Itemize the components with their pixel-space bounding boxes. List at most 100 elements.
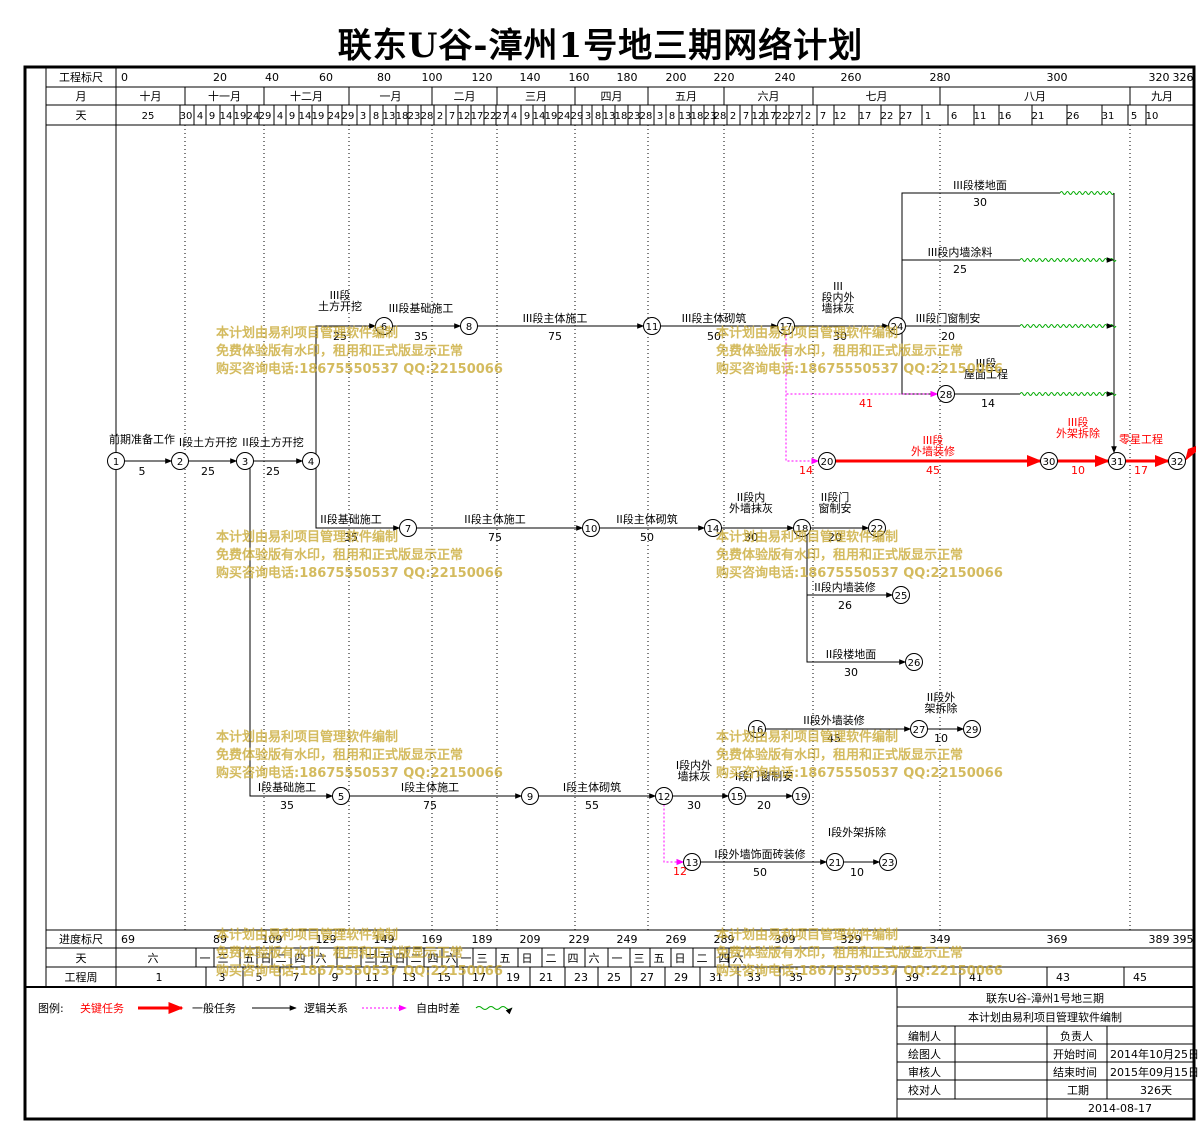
- event-node-number: 12: [658, 792, 671, 803]
- watermark-text: 免费体验版有水印，租用和正式版显示正常: [716, 747, 963, 763]
- event-node: 29: [963, 720, 981, 738]
- bottom-tick-label: 89: [213, 933, 227, 946]
- event-node-circle: [582, 519, 600, 537]
- info-project: 联东U谷-漳州1号地三期: [986, 991, 1104, 1005]
- event-node-circle: [521, 787, 539, 805]
- month-label: 三月: [525, 90, 547, 103]
- day-label: 4: [511, 111, 517, 122]
- event-node: 11: [643, 317, 661, 335]
- event-node-circle: [643, 317, 661, 335]
- event-node-number: 23: [882, 858, 895, 869]
- day-label: 14: [220, 111, 233, 122]
- task-name: I段基础施工: [258, 780, 316, 794]
- event-node-circle: [399, 519, 417, 537]
- week-label: 5: [256, 971, 263, 984]
- weekday-label: 六: [589, 952, 600, 965]
- weekday-label: 四: [295, 952, 306, 965]
- event-node-circle: [171, 452, 189, 470]
- event-node-number: 16: [751, 725, 764, 736]
- bottom-tick-label: 309: [775, 933, 796, 946]
- day-label: 12: [752, 111, 765, 122]
- weekday-label: 二: [697, 952, 708, 965]
- event-node-number: 4: [308, 457, 314, 468]
- info-date: 2014-08-17: [1088, 1102, 1152, 1115]
- event-node-number: 25: [895, 591, 908, 602]
- day-label: 12: [834, 111, 847, 122]
- event-node-number: 13: [686, 858, 699, 869]
- event-node-circle: [826, 853, 844, 871]
- day-label: 30: [180, 111, 193, 122]
- day-label: 1: [925, 111, 931, 122]
- event-node-circle: [332, 787, 350, 805]
- day-label: 8: [669, 111, 675, 122]
- day-label: 2: [730, 111, 736, 122]
- day-label: 27: [789, 111, 802, 122]
- bottom-tick-label: 149: [374, 933, 395, 946]
- weekday-label: 三: [477, 952, 488, 965]
- task-arrow: [245, 460, 334, 799]
- watermark-text: 本计划由易利项目管理软件编制: [716, 729, 898, 745]
- top-tick-label: 100: [422, 71, 443, 84]
- day-label: 25: [142, 111, 155, 122]
- weekday-label: 四: [428, 952, 439, 965]
- info-duration-value: 326天: [1140, 1084, 1172, 1097]
- month-label: 九月: [1151, 90, 1173, 103]
- task-duration: 50: [753, 866, 767, 879]
- event-node-circle: [460, 317, 478, 335]
- day-label: 13: [383, 111, 396, 122]
- event-node-circle: [236, 452, 254, 470]
- page-title: 联东U谷-漳州1号地三期网络计划: [337, 26, 864, 66]
- bottom-tick-label: 395: [1173, 933, 1194, 946]
- top-tick-label: 120: [472, 71, 493, 84]
- top-tick-label: 20: [213, 71, 227, 84]
- event-node-number: 26: [908, 658, 921, 669]
- task-duration: 26: [838, 599, 852, 612]
- day-label: 22: [484, 111, 497, 122]
- day-label: 17: [859, 111, 872, 122]
- task-duration: 12: [673, 865, 687, 878]
- bottom-tick-label: 109: [262, 933, 283, 946]
- row-label-month: 月: [76, 90, 87, 103]
- task-name-line: III段: [330, 288, 351, 302]
- event-node-number: 5: [338, 792, 344, 803]
- legend: 图例: 关键任务 一般任务 逻辑关系 自由时差: [38, 1001, 513, 1015]
- event-node-number: 28: [940, 390, 953, 401]
- info-end-value: 2015年09月15日: [1110, 1065, 1199, 1079]
- month-label: 五月: [675, 90, 697, 103]
- event-node-number: 20: [821, 457, 834, 468]
- event-node-number: 19: [795, 792, 808, 803]
- watermark-text: 本计划由易利项目管理软件编制: [216, 927, 398, 943]
- day-label: 14: [533, 111, 546, 122]
- task-name: II段外架拆除: [925, 690, 958, 715]
- weekday-label: 三: [218, 952, 229, 965]
- task-name-line: 土方开挖: [318, 299, 362, 313]
- legend-free-label: 自由时差: [416, 1001, 460, 1015]
- info-block-text: 联东U谷-漳州1号地三期 本计划由易利项目管理软件编制 编制人 负责人 绘图人 …: [908, 991, 1199, 1115]
- week-label: 31: [709, 971, 723, 984]
- event-node-circle: [1040, 452, 1058, 470]
- event-node: 2: [171, 452, 189, 470]
- week-label: 37: [844, 971, 858, 984]
- weekday-label: 四: [568, 952, 579, 965]
- event-node-number: 14: [707, 524, 720, 535]
- top-tick-label: 0: [121, 71, 128, 84]
- day-label: 3: [585, 111, 591, 122]
- task-arrows: [124, 191, 1196, 866]
- event-node-circle: [375, 317, 393, 335]
- day-label: 7: [820, 111, 826, 122]
- event-node: 10: [582, 519, 600, 537]
- task-name: I段外墙饰面砖装修: [714, 847, 805, 861]
- day-label: 28: [640, 111, 653, 122]
- free-float-link: [785, 334, 939, 398]
- top-tick-label: 280: [930, 71, 951, 84]
- event-node-circle: [748, 720, 766, 738]
- day-label: 23: [704, 111, 717, 122]
- event-node: 30: [1040, 452, 1058, 470]
- bottom-tick-label: 369: [1047, 933, 1068, 946]
- row-label-progress: 进度标尺: [59, 932, 103, 946]
- task-duration: 17: [1134, 464, 1148, 477]
- event-node-circle: [704, 519, 722, 537]
- event-node-circle: [107, 452, 125, 470]
- weekday-label: 六: [446, 952, 457, 965]
- week-label: 25: [607, 971, 621, 984]
